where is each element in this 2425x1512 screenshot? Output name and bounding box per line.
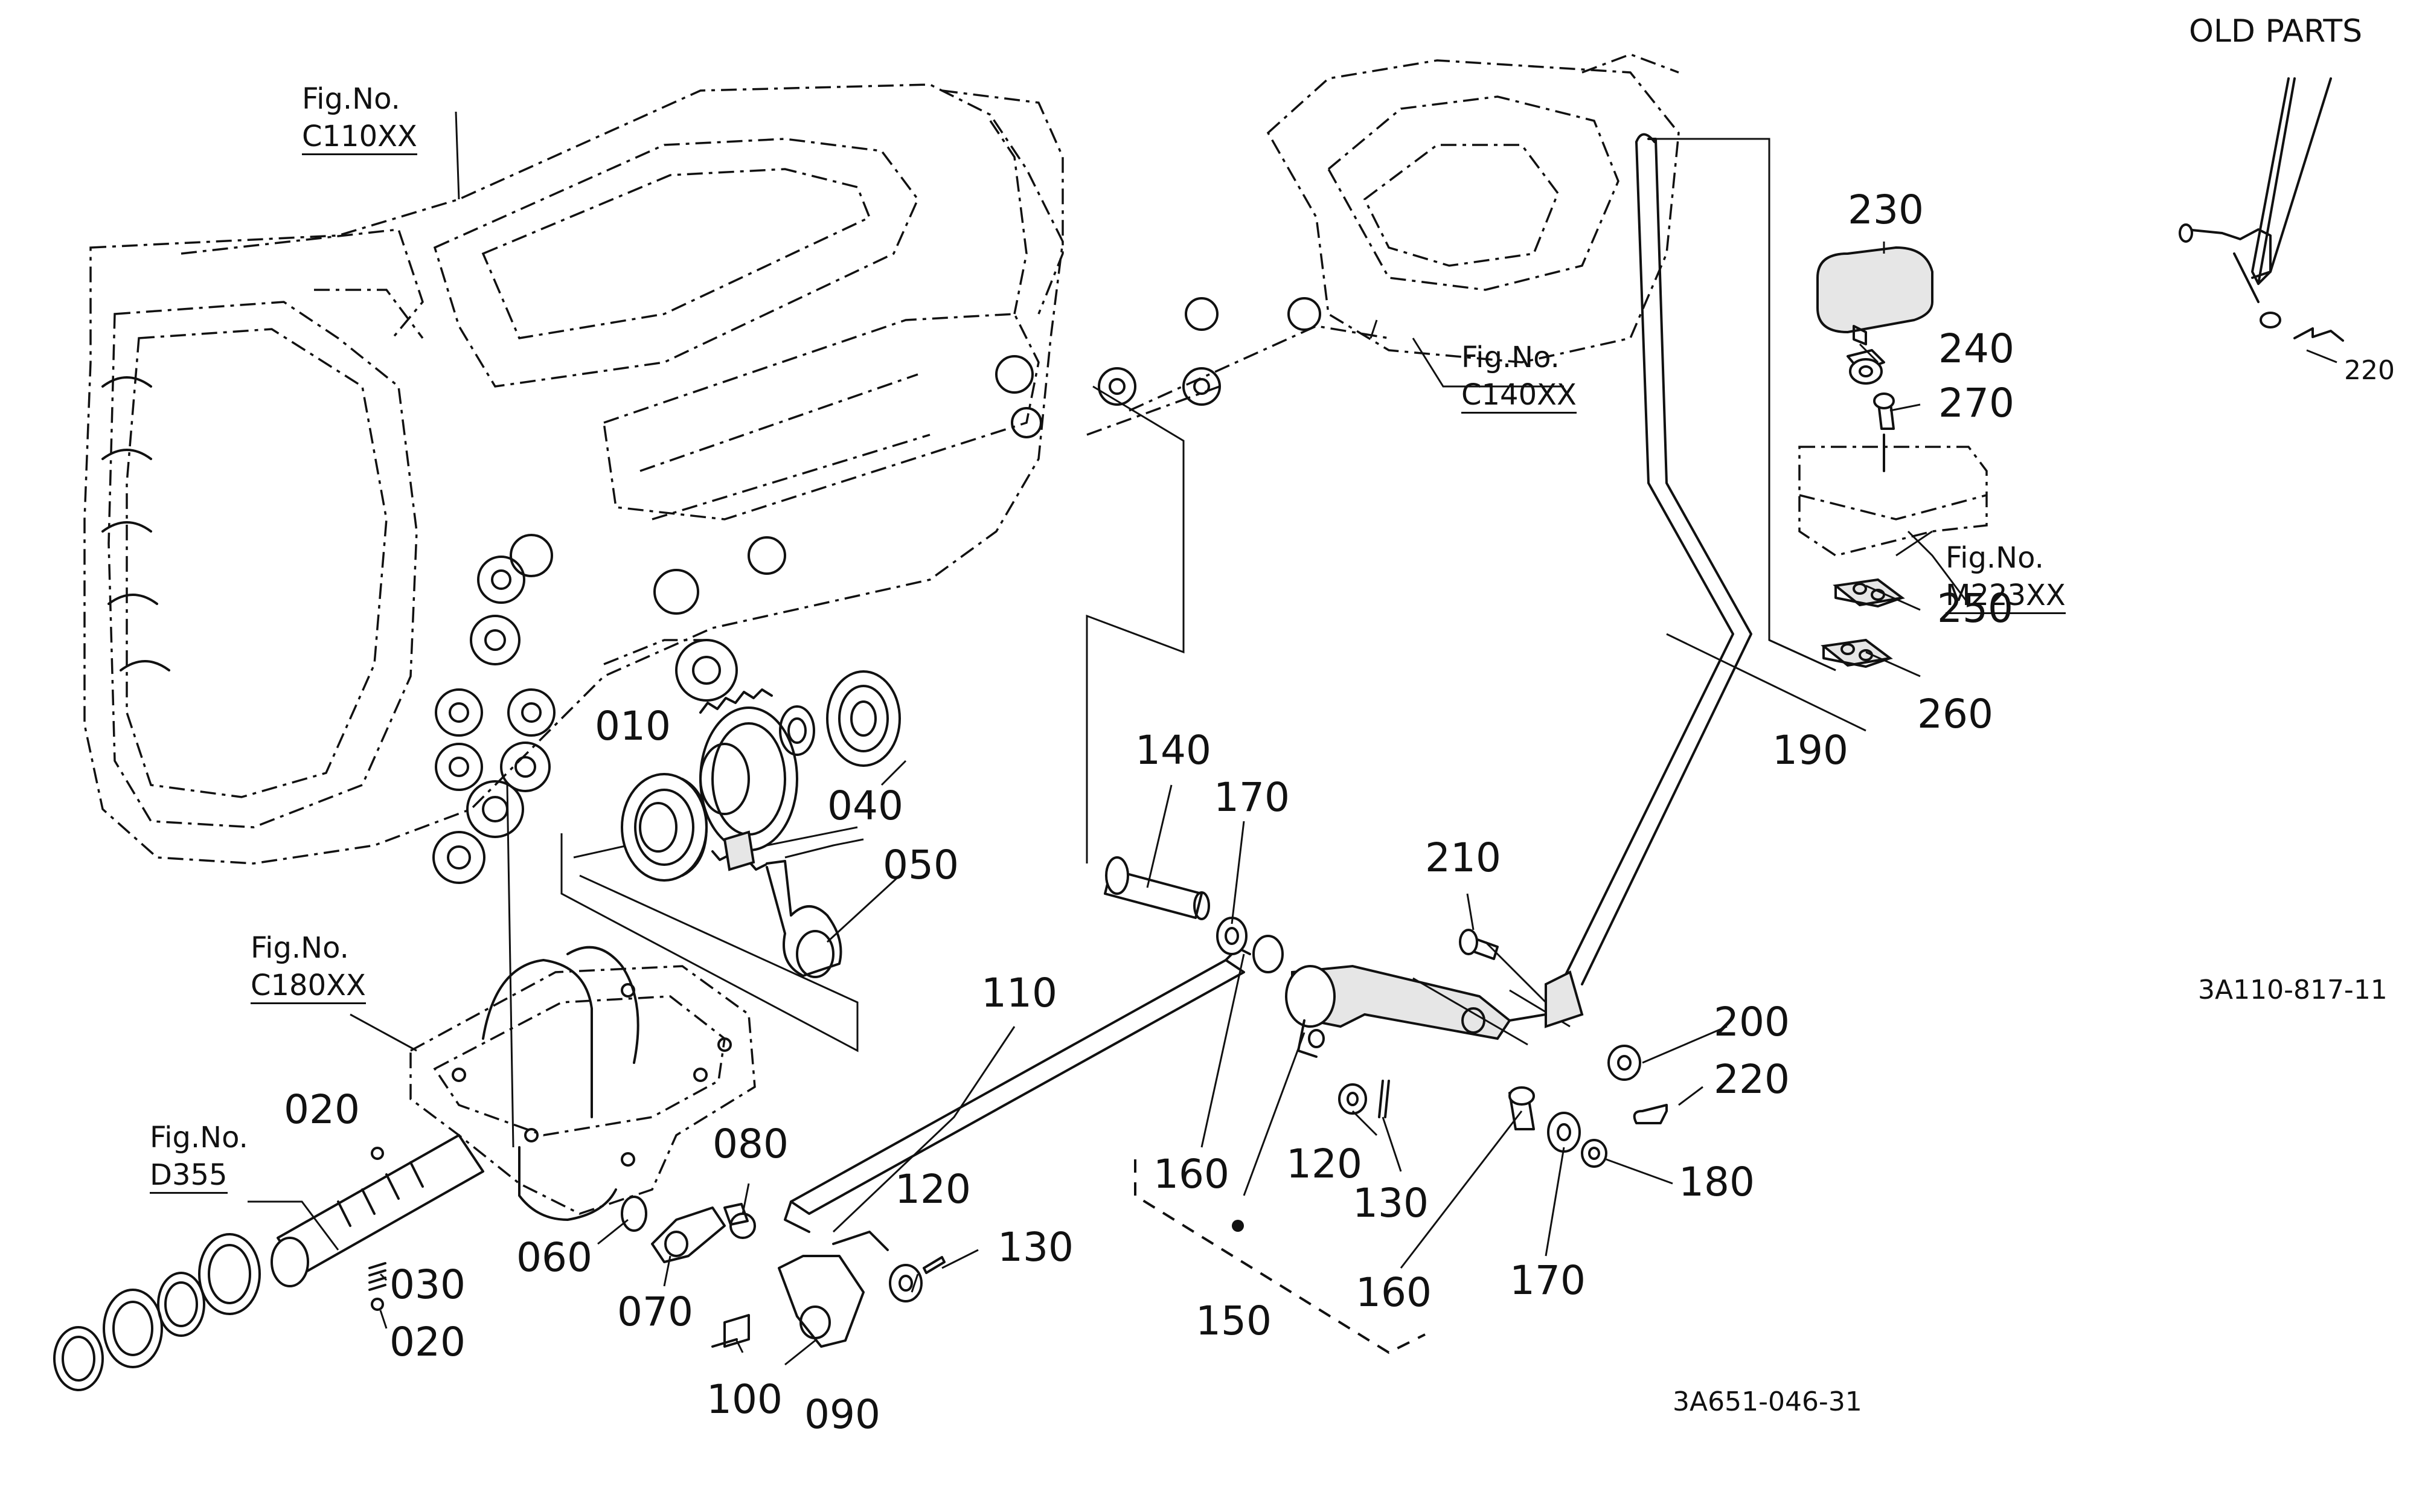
callout-010: 010 (595, 703, 671, 749)
callout-180: 180 (1679, 1159, 1755, 1205)
callout-050: 050 (883, 842, 959, 888)
callout-120: 120 (1286, 1141, 1362, 1187)
lever-rod (1508, 133, 1752, 1028)
fig-ref-code: M223XX (1946, 581, 2066, 614)
callout-160: 160 (1356, 1269, 1432, 1316)
leader-lines (248, 111, 2337, 1366)
lower-linkage (621, 1196, 889, 1348)
callout-130: 130 (1353, 1180, 1429, 1226)
fig-ref-code: D355 (150, 1161, 228, 1194)
old-parts-inset (2179, 77, 2344, 342)
callout-060: 060 (516, 1234, 592, 1281)
transmission-case (83, 53, 1680, 884)
fig-ref-prefix: Fig.No. (1946, 541, 2044, 575)
callout-170: 170 (1214, 774, 1290, 821)
drawing-number: 3A651-046-31 (1673, 1386, 1862, 1417)
shift-rod-group (784, 856, 1668, 1354)
callout-170: 170 (1510, 1257, 1586, 1304)
inset-callout-220: 220 (2344, 355, 2395, 386)
callout-270: 270 (1938, 380, 2014, 426)
fig-ref-prefix: Fig.No. (1461, 341, 1560, 374)
fig-ref-code: C180XX (251, 971, 366, 1004)
callout-080: 080 (713, 1121, 789, 1167)
callout-030: 030 (389, 1261, 466, 1308)
callout-120: 120 (895, 1166, 971, 1212)
assembly-guide-lines (506, 138, 1836, 1148)
callout-150: 150 (1196, 1298, 1272, 1344)
callout-140: 140 (1135, 727, 1211, 774)
callout-130: 130 (998, 1224, 1074, 1270)
callout-190: 190 (1772, 727, 1848, 774)
callout-220: 220 (1714, 1056, 1790, 1103)
callout-250: 250 (1937, 585, 2013, 632)
callout-230: 230 (1848, 187, 1924, 233)
front-axle-housing (409, 946, 756, 1221)
callout-070: 070 (617, 1289, 693, 1335)
callout-110: 110 (981, 970, 1057, 1016)
fig-ref-code: C140XX (1461, 380, 1577, 414)
gear-assembly (621, 670, 901, 978)
callout-200: 200 (1714, 999, 1790, 1045)
callout-240: 240 (1938, 325, 2014, 372)
callout-100: 100 (706, 1376, 783, 1423)
axle-shaft (53, 1134, 484, 1391)
callout-260: 260 (1917, 691, 1993, 737)
callout-020: 020 (389, 1319, 466, 1365)
knob-and-bracket (1798, 246, 1988, 668)
callout-090: 090 (804, 1391, 880, 1438)
old-parts-title: OLD PARTS (2189, 13, 2363, 50)
fig-ref-prefix: Fig.No. (302, 82, 400, 116)
inset-drawing-number: 3A110-817-11 (2198, 975, 2388, 1005)
callout-210: 210 (1425, 834, 1501, 881)
callout-160: 160 (1153, 1151, 1229, 1197)
callout-020: 020 (284, 1086, 360, 1133)
fig-ref-prefix: Fig.No. (150, 1121, 248, 1155)
fig-ref-prefix: Fig.No. (251, 931, 349, 965)
callout-040: 040 (827, 783, 903, 829)
fig-ref-code: C110XX (302, 122, 417, 155)
